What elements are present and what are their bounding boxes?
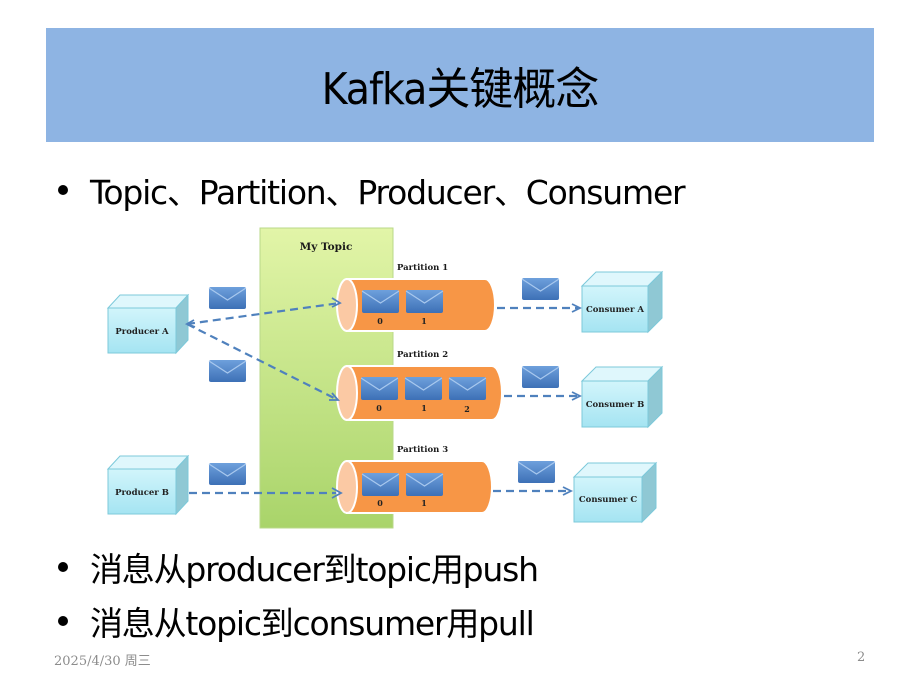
partition-1-label: Partition 1: [397, 263, 448, 273]
partition-3-message-1: [405, 473, 444, 496]
consumer-c-box: Consumer C: [572, 461, 658, 524]
producer-a-box: Producer A: [106, 293, 190, 355]
partition-2-label: Partition 2: [397, 350, 448, 360]
arrow-head-icon: [184, 319, 196, 328]
envelope-icon: [521, 366, 560, 388]
footer-date: 2025/4/30 周三: [54, 654, 151, 669]
page-number: 2: [857, 650, 866, 665]
arrow-head-icon: [331, 297, 342, 308]
bullet-concepts: Topic、Partition、Producer、Consumer: [58, 166, 686, 214]
offset-label: 0: [376, 403, 382, 413]
bullet-text: Topic、Partition、Producer、Consumer: [90, 173, 686, 212]
slide-title: Kafka关键概念: [321, 64, 600, 115]
envelope-icon: [517, 461, 556, 483]
bullet-text: 消息从producer到topic用push: [90, 550, 539, 589]
consumer-a-box: Consumer A: [580, 270, 664, 334]
offset-label: 0: [377, 316, 383, 326]
bullet-dot: [58, 616, 68, 626]
partition-2-message-1: [404, 377, 443, 400]
arrow-head-icon: [329, 392, 340, 401]
offset-label: 1: [421, 316, 427, 326]
partition-1-message-1: [405, 290, 444, 313]
partition-3-label: Partition 3: [397, 445, 448, 455]
bullet-pull: 消息从topic到consumer用pull: [58, 597, 535, 645]
consumer-a-label: Consumer A: [586, 305, 644, 315]
partition-2-message-2: [448, 377, 487, 400]
bullet-push: 消息从producer到topic用push: [58, 543, 539, 591]
envelope-icon: [521, 278, 560, 300]
title-band: Kafka关键概念: [46, 28, 874, 142]
kafka-diagram: My Topic Producer A Producer B Partition…: [106, 227, 664, 529]
arrow-head-icon: [562, 486, 574, 496]
producer-a-label: Producer A: [115, 327, 169, 337]
consumer-b-label: Consumer B: [586, 400, 645, 410]
partition-2-message-0: [360, 377, 399, 400]
partition-3-message-0: [361, 473, 400, 496]
offset-label: 1: [421, 498, 427, 508]
arrow-head-icon: [571, 303, 583, 313]
arrow-head-icon: [571, 391, 583, 401]
bullet-dot: [58, 562, 68, 572]
envelope-icon: [208, 463, 247, 485]
envelope-icon: [208, 360, 247, 382]
consumer-b-box: Consumer B: [580, 365, 664, 429]
producer-b-box: Producer B: [106, 454, 190, 516]
partition-1-message-0: [361, 290, 400, 313]
topic-label: My Topic: [300, 241, 353, 253]
consumer-c-label: Consumer C: [579, 495, 637, 505]
offset-label: 2: [464, 404, 470, 414]
push-arrow-producer-a-partition-2: [186, 323, 339, 401]
bullet-text: 消息从topic到consumer用pull: [90, 604, 535, 643]
envelope-icon: [208, 287, 247, 309]
arrow-head-icon: [331, 487, 343, 499]
offset-label: 0: [377, 498, 383, 508]
offset-label: 1: [421, 403, 427, 413]
bullet-dot: [58, 185, 68, 195]
producer-b-label: Producer B: [115, 488, 169, 498]
